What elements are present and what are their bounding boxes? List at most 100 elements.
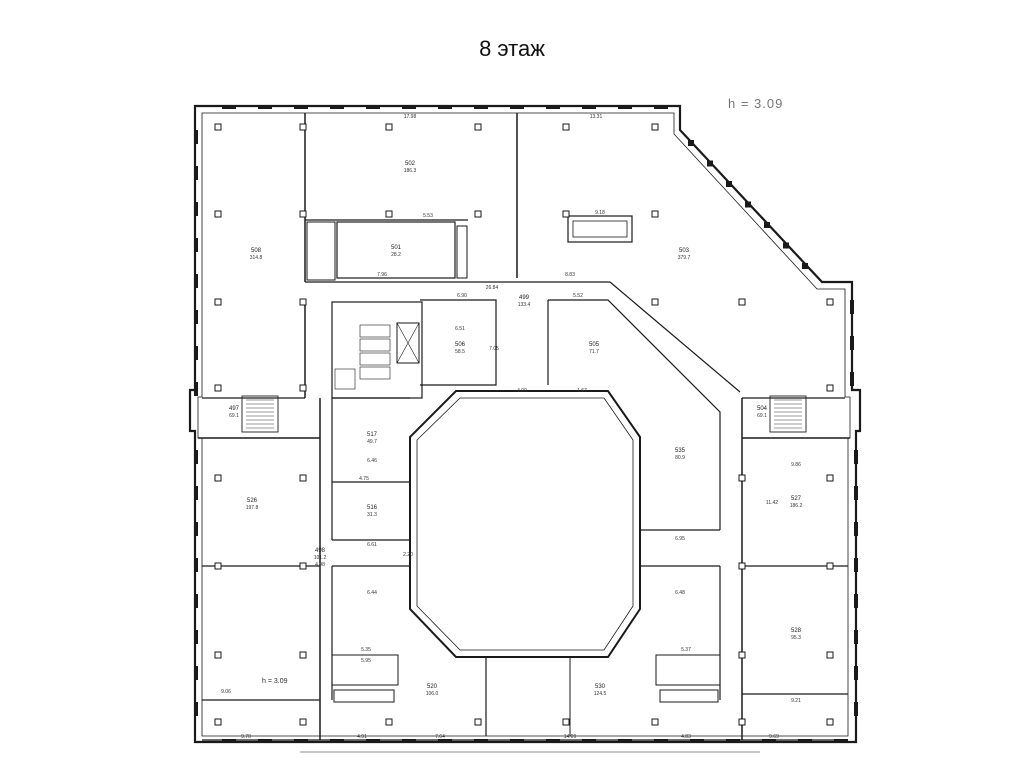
- room-535-area: 80.9: [675, 455, 685, 461]
- room-505-walls: [548, 299, 721, 530]
- dim-label: 4.00: [517, 388, 527, 394]
- shaft: [456, 225, 468, 279]
- outer-wall: [188, 104, 862, 744]
- dim-label: 4.98: [315, 562, 325, 568]
- column: [214, 718, 222, 726]
- dim-label: 9.18: [595, 210, 605, 216]
- room-504-id: 504: [757, 406, 768, 412]
- column: [299, 562, 307, 570]
- column: [299, 123, 307, 131]
- wc-cell: [359, 338, 391, 352]
- shaft: [306, 221, 336, 281]
- ceiling-height-note: h = 3.09: [728, 96, 784, 111]
- window-marker: [546, 105, 560, 109]
- column: [214, 210, 222, 218]
- window-marker: [258, 105, 272, 109]
- dim-label: 17.98: [404, 114, 417, 120]
- dim-label: 11.42: [766, 500, 778, 506]
- room-498-area: 101.2: [314, 555, 327, 561]
- room-535-id: 535: [675, 448, 686, 454]
- wc-cell: [359, 324, 391, 338]
- wall: [609, 281, 741, 393]
- dim-label: 4.83: [681, 734, 691, 740]
- dim-label: 6.44: [367, 590, 377, 596]
- window-marker: [194, 382, 198, 396]
- column: [826, 718, 834, 726]
- column: [214, 651, 222, 659]
- window-marker: [330, 739, 344, 743]
- window-marker: [294, 105, 308, 109]
- window-marker: [366, 739, 380, 743]
- room-520-id: 520: [427, 684, 438, 690]
- column: [299, 651, 307, 659]
- room-498-id: 498: [315, 548, 326, 554]
- dim-label: 9.21: [791, 698, 801, 704]
- window-marker: [854, 558, 858, 572]
- window-marker: [850, 300, 854, 314]
- dim-label: 13.31: [590, 114, 603, 120]
- window-marker: [194, 666, 198, 680]
- window-marker: [194, 594, 198, 608]
- window-marker: [854, 522, 858, 536]
- dim-label: 6.61: [367, 542, 377, 548]
- column: [651, 718, 659, 726]
- column: [826, 562, 834, 570]
- window-marker: [854, 666, 858, 680]
- column: [826, 298, 834, 306]
- window-marker: [582, 105, 596, 109]
- dim-label: 6.51: [455, 326, 465, 332]
- window-marker: [194, 202, 198, 216]
- window-marker: [194, 274, 198, 288]
- column: [299, 298, 307, 306]
- room-505-area: 71.7: [589, 349, 599, 355]
- dim-label: 5.95: [361, 658, 371, 664]
- window-marker: [854, 594, 858, 608]
- room-528-id: 528: [791, 628, 802, 634]
- column: [738, 718, 746, 726]
- window-marker: [762, 739, 776, 743]
- window-marker: [438, 739, 452, 743]
- window-marker: [222, 105, 236, 109]
- window-marker: [194, 630, 198, 644]
- window-marker: [258, 739, 272, 743]
- window-marker: [438, 105, 452, 109]
- page-title: 8 этаж: [479, 36, 545, 61]
- room-517-area: 49.7: [367, 439, 377, 445]
- dim-label: 6.48: [675, 590, 685, 596]
- column: [385, 123, 393, 131]
- column: [214, 384, 222, 392]
- column: [651, 123, 659, 131]
- window-marker: [854, 630, 858, 644]
- room-506-id: 506: [455, 342, 466, 348]
- dim-label: 5.37: [681, 647, 691, 653]
- column: [738, 298, 746, 306]
- room-506-walls: [420, 299, 497, 386]
- shaft-inner: [572, 220, 628, 238]
- window-marker: [294, 739, 308, 743]
- inner-height-note: h = 3.09: [262, 678, 288, 685]
- room-508-area: 314.8: [250, 255, 263, 261]
- column: [385, 210, 393, 218]
- window-marker: [194, 486, 198, 500]
- window-markers: [194, 105, 858, 743]
- room-506-area: 58.5: [455, 349, 465, 355]
- wc-cell: [334, 368, 356, 390]
- window-marker: [194, 522, 198, 536]
- window-marker: [834, 739, 848, 743]
- window-marker: [474, 739, 488, 743]
- window-marker: [764, 222, 770, 228]
- column: [651, 298, 659, 306]
- room-526-id: 526: [247, 498, 258, 504]
- atrium-wall: [409, 390, 641, 658]
- core-block: [331, 301, 423, 399]
- window-marker: [802, 263, 808, 269]
- window-marker: [654, 105, 668, 109]
- shaft: [659, 689, 719, 703]
- window-marker: [618, 739, 632, 743]
- atrium-inner-wall: [416, 397, 634, 651]
- column: [214, 123, 222, 131]
- window-marker: [222, 739, 236, 743]
- column: [562, 210, 570, 218]
- window-marker: [194, 310, 198, 324]
